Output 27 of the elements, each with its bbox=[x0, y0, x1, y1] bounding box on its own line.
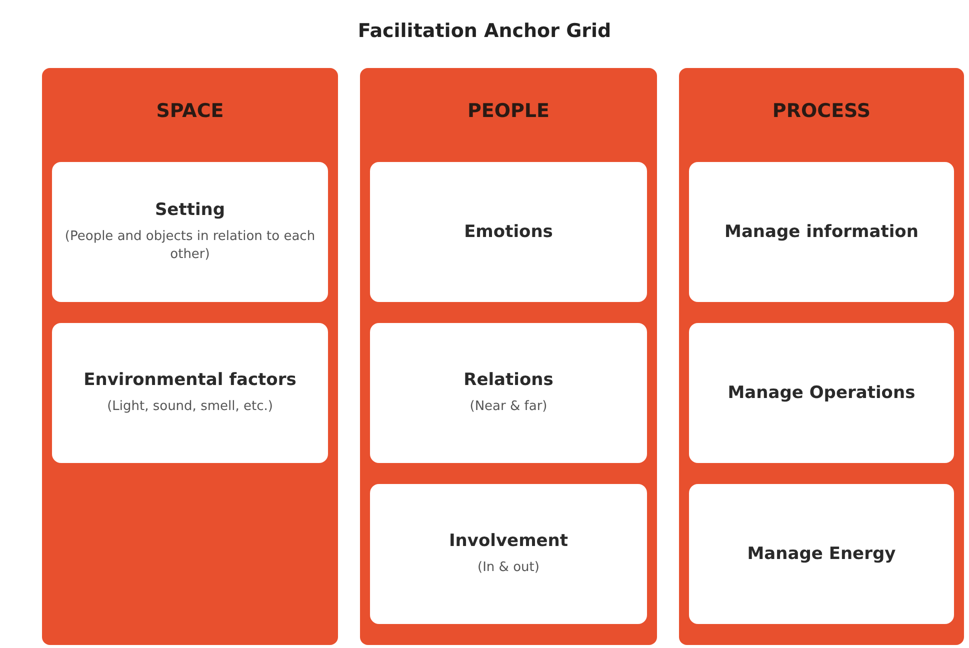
card-description: (Near & far) bbox=[470, 398, 548, 416]
column-panel bbox=[42, 68, 338, 645]
column-panel bbox=[360, 68, 657, 645]
column-heading: PROCESS bbox=[771, 100, 872, 122]
item-card bbox=[689, 162, 954, 302]
column-heading: PEOPLE bbox=[466, 100, 551, 122]
item-card bbox=[370, 323, 647, 463]
card-heading: Manage information bbox=[724, 220, 918, 244]
card-heading: Emotions bbox=[464, 220, 553, 244]
card-heading: Manage Energy bbox=[747, 542, 896, 566]
card-description: (In & out) bbox=[478, 559, 540, 578]
card-heading: Manage Operations bbox=[728, 382, 916, 404]
card-description: (Light, sound, smell, etc.) bbox=[107, 398, 273, 416]
column-heading: SPACE bbox=[155, 100, 225, 122]
item-card bbox=[370, 162, 647, 302]
item-card bbox=[689, 484, 954, 624]
card-heading: Involvement bbox=[448, 530, 568, 554]
item-card bbox=[689, 323, 954, 463]
card-heading: Relations bbox=[464, 369, 554, 392]
item-card bbox=[370, 484, 647, 624]
item-card bbox=[52, 162, 328, 302]
column-panel bbox=[679, 68, 964, 645]
card-description: (People and objects in relation to each other) bbox=[64, 228, 316, 264]
item-card bbox=[52, 323, 328, 463]
diagram-title: Facilitation Anchor Grid bbox=[356, 20, 612, 42]
card-heading: Setting bbox=[154, 199, 226, 222]
card-heading: Environmental factors bbox=[84, 369, 296, 392]
